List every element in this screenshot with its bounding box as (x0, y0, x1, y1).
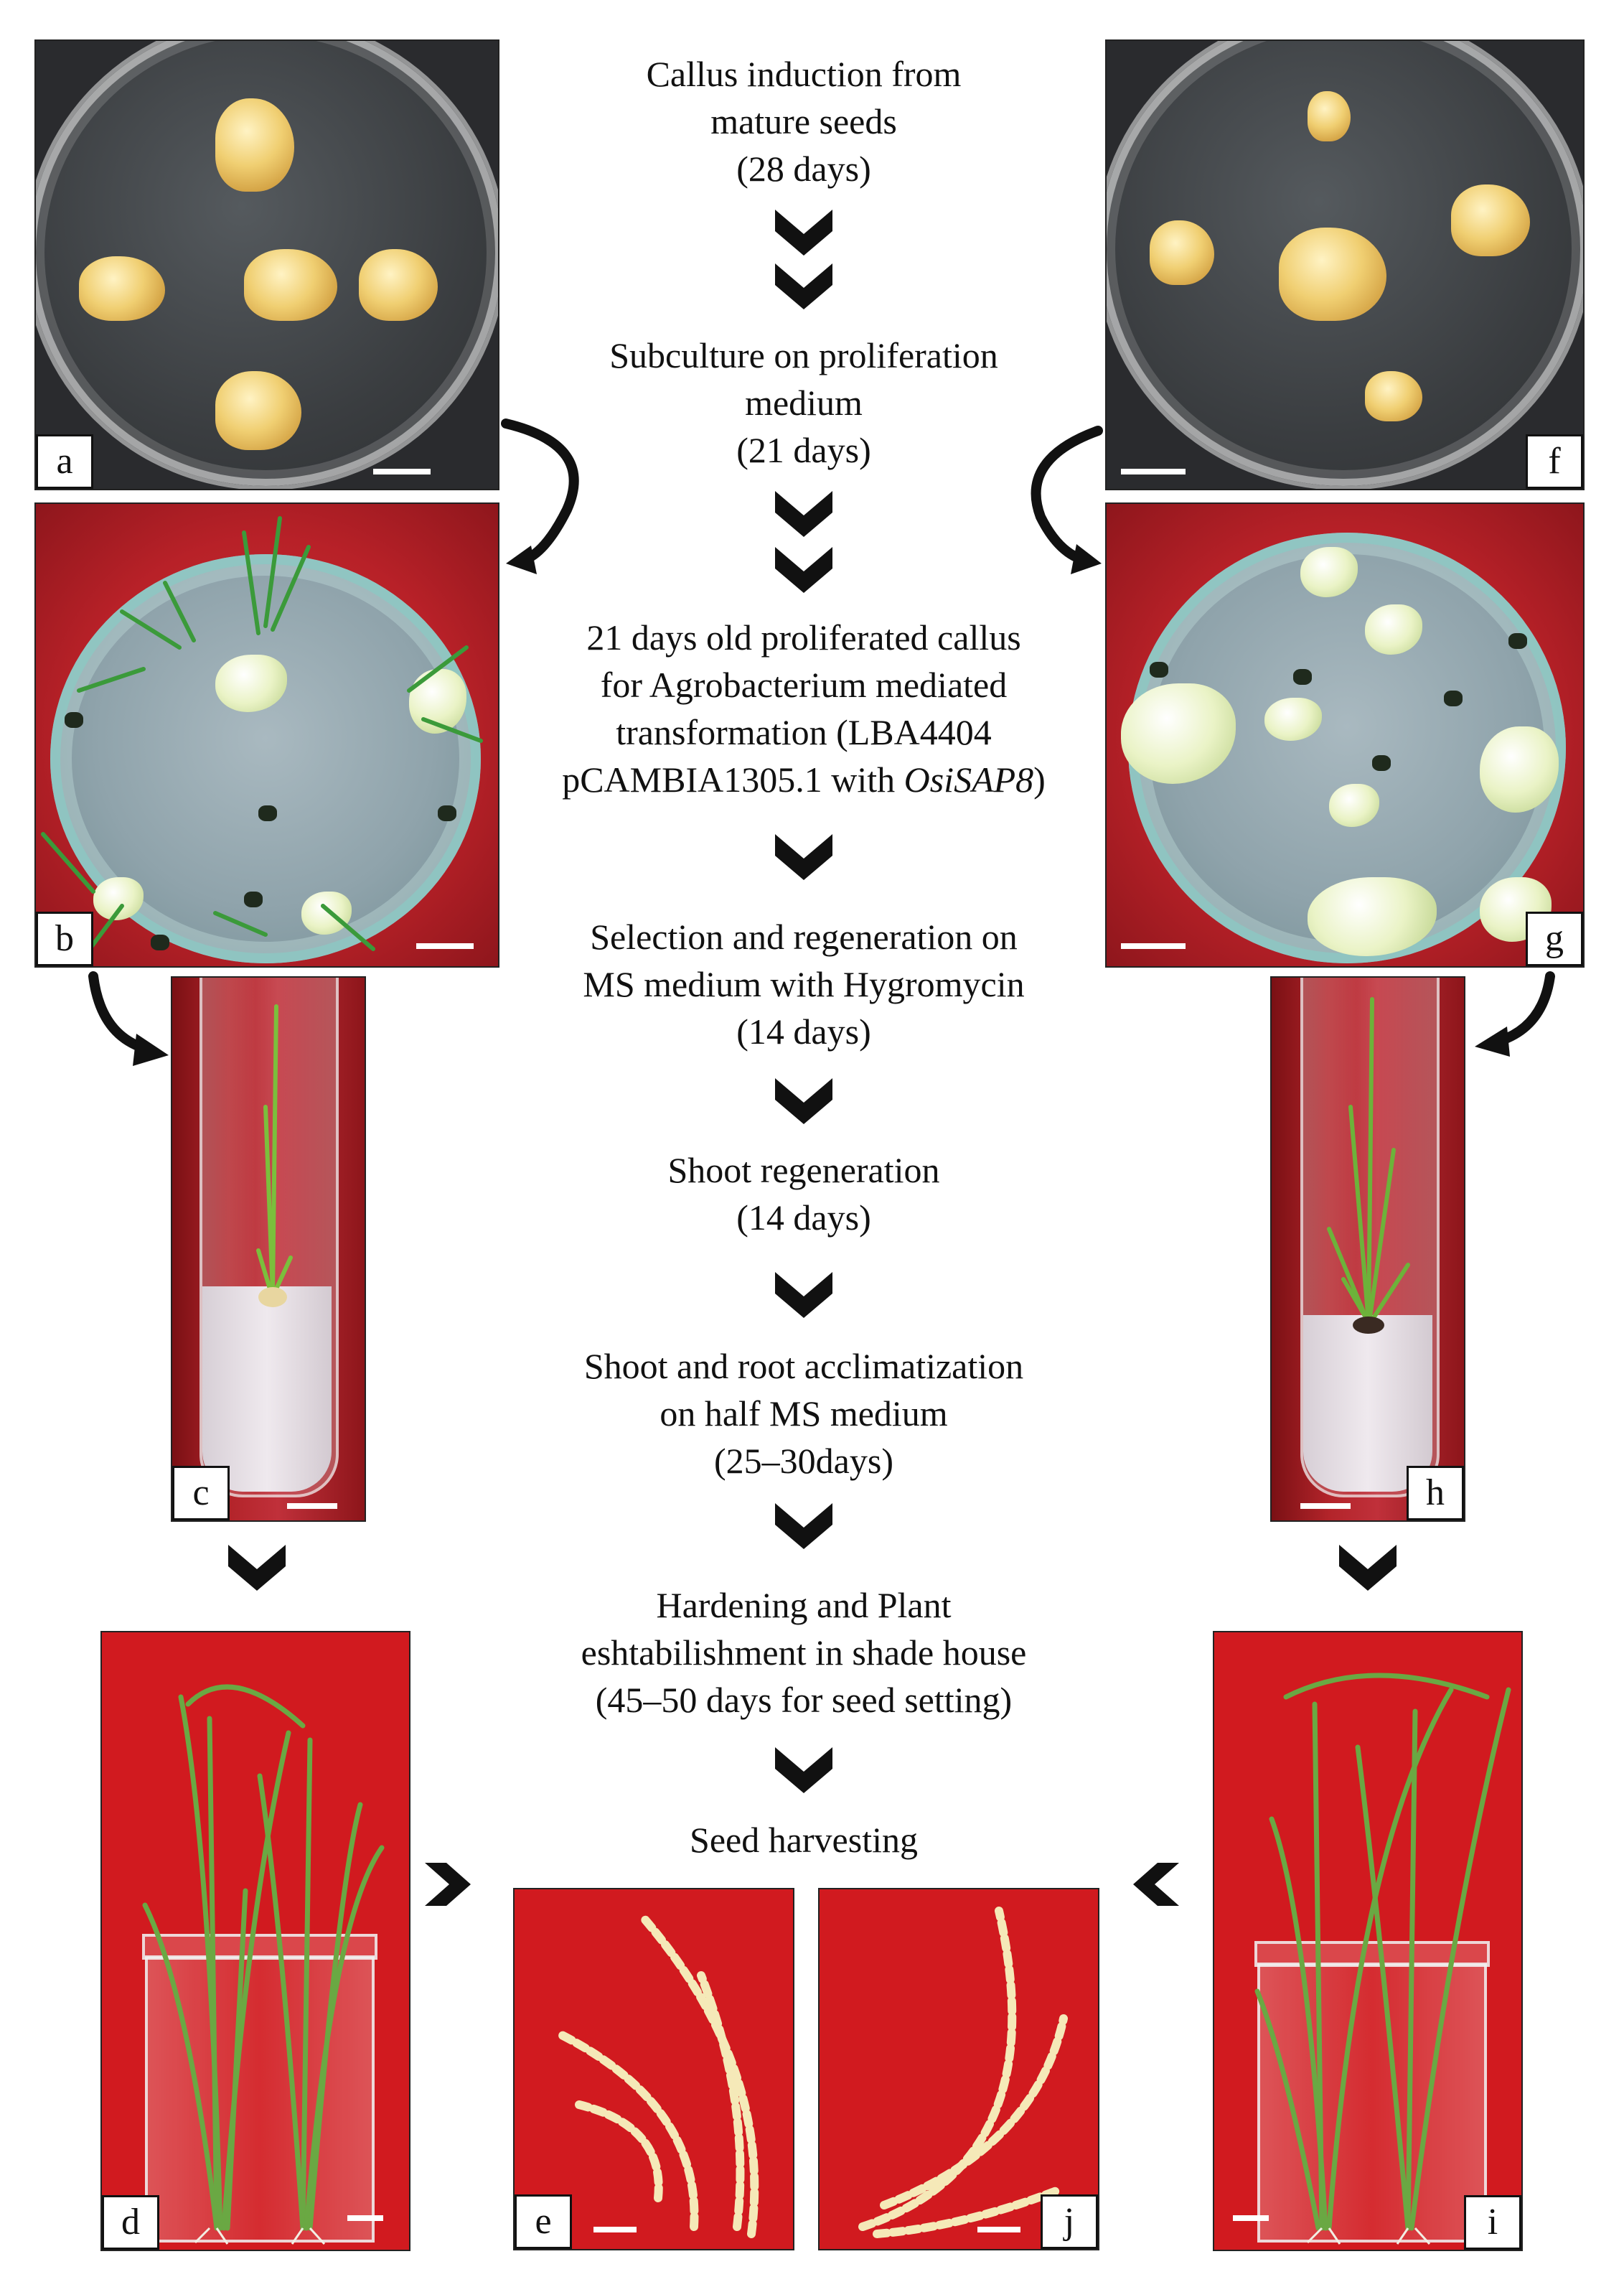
callus-cluster (1308, 91, 1351, 141)
dead-callus (438, 805, 456, 821)
callus-cluster (244, 249, 337, 321)
rice-plants (142, 1684, 385, 2245)
dead-callus (1508, 633, 1527, 649)
dead-callus (258, 805, 277, 821)
chevron-right-icon (425, 1863, 471, 1906)
callus-cluster (79, 256, 165, 321)
step-transformation: 21 days old proliferated callus for Agro… (562, 617, 1046, 800)
rice-shoot (256, 1004, 293, 1307)
step-selection: Selection and regeneration on MS medium … (583, 917, 1025, 1052)
step-seed-harvesting: Seed harvesting (690, 1820, 918, 1860)
chevron-down-icon (775, 491, 832, 537)
scale-bar (347, 2215, 383, 2221)
scale-bar (373, 469, 431, 474)
chevron-down-icon (775, 1747, 832, 1793)
curved-arrow-b-to-c (88, 971, 169, 1066)
agar-medium (202, 1286, 332, 1492)
chevron-down-icon (775, 547, 832, 593)
dead-callus (1150, 662, 1168, 678)
curved-arrow-g-to-h (1475, 971, 1555, 1057)
callus-cluster (215, 98, 294, 192)
photo-panel-i: i (1213, 1631, 1523, 2251)
step-shoot-regeneration: Shoot regeneration (14 days) (667, 1150, 940, 1238)
dead-callus (1444, 691, 1463, 706)
callus-cluster (1480, 726, 1559, 813)
chevron-down-icon (775, 1078, 832, 1124)
dead-callus (151, 935, 169, 950)
chevron-down-icon (1339, 1545, 1397, 1591)
chevron-down-icon (775, 1503, 832, 1549)
gene-name: OsiSAP8 (903, 759, 1034, 800)
panel-label-a: a (36, 434, 93, 489)
panel-label-c: c (172, 1466, 230, 1520)
scale-bar (416, 943, 474, 949)
scale-bar (977, 2227, 1020, 2232)
panel-label-e: e (515, 2194, 572, 2249)
photo-panel-e: e (513, 1888, 794, 2250)
callus-cluster (1308, 877, 1437, 956)
scale-bar (287, 1503, 337, 1509)
panel-label-i: i (1464, 2195, 1521, 2250)
callus-cluster (215, 655, 287, 712)
callus-cluster (1300, 547, 1358, 597)
plant-container (1257, 1963, 1487, 2243)
callus-cluster (215, 371, 301, 450)
photo-panel-f: f (1105, 39, 1585, 490)
step-subculture: Subculture on proliferation medium (21 d… (609, 335, 998, 470)
scale-bar (1121, 943, 1186, 949)
curved-arrow-f-to-g (1031, 426, 1103, 574)
dead-callus (1372, 755, 1391, 771)
callus-cluster (1121, 683, 1236, 784)
callus-cluster (1365, 604, 1422, 655)
photo-panel-d: d (100, 1631, 410, 2251)
callus-cluster (1451, 184, 1530, 256)
callus-cluster (359, 249, 438, 321)
step-callus-induction: Callus induction from mature seeds (28 d… (646, 54, 962, 189)
panel-label-b: b (36, 912, 93, 966)
callus-cluster (301, 892, 352, 935)
panel-label-g: g (1526, 912, 1583, 966)
chevron-down-icon (775, 210, 832, 256)
panel-label-h: h (1407, 1466, 1464, 1520)
scale-bar (1300, 1503, 1351, 1509)
dead-callus (1293, 669, 1312, 685)
agar-medium (1303, 1315, 1432, 1492)
chevron-down-icon (775, 834, 832, 880)
chevron-down-icon (775, 1272, 832, 1318)
step-acclimatization: Shoot and root acclimatization on half M… (583, 1346, 1024, 1481)
photo-panel-h: h (1270, 976, 1465, 1522)
callus-cluster (1279, 228, 1386, 321)
plant-container (145, 1955, 375, 2243)
photo-panel-b: b (34, 502, 499, 968)
dead-callus (244, 892, 263, 907)
scale-bar (1121, 469, 1186, 474)
photo-panel-g: g (1105, 502, 1585, 968)
callus-cluster (1365, 371, 1422, 421)
scale-bar (593, 2227, 637, 2232)
panel-label-j: j (1041, 2194, 1098, 2249)
callus-cluster (1329, 784, 1379, 827)
panel-label-f: f (1526, 434, 1583, 489)
chevron-down-icon (775, 263, 832, 309)
rice-shoot (1327, 997, 1410, 1334)
dead-callus (65, 712, 83, 728)
callus-cluster (1264, 698, 1322, 741)
callus-cluster (1150, 220, 1214, 285)
rice-panicle (553, 1914, 759, 2238)
curved-arrow-a-to-b (501, 418, 579, 574)
photo-panel-c: c (171, 976, 366, 1522)
chevron-down-icon (228, 1545, 286, 1591)
step-hardening: Hardening and Plant eshtabilishment in s… (581, 1585, 1027, 1720)
chevron-left-icon (1133, 1863, 1179, 1906)
photo-panel-j: j (818, 1888, 1099, 2250)
scale-bar (1233, 2215, 1269, 2221)
photo-panel-a: a (34, 39, 499, 490)
rice-plants (1254, 1673, 1511, 2245)
rice-panicle (858, 1907, 1068, 2238)
panel-label-d: d (102, 2195, 159, 2250)
